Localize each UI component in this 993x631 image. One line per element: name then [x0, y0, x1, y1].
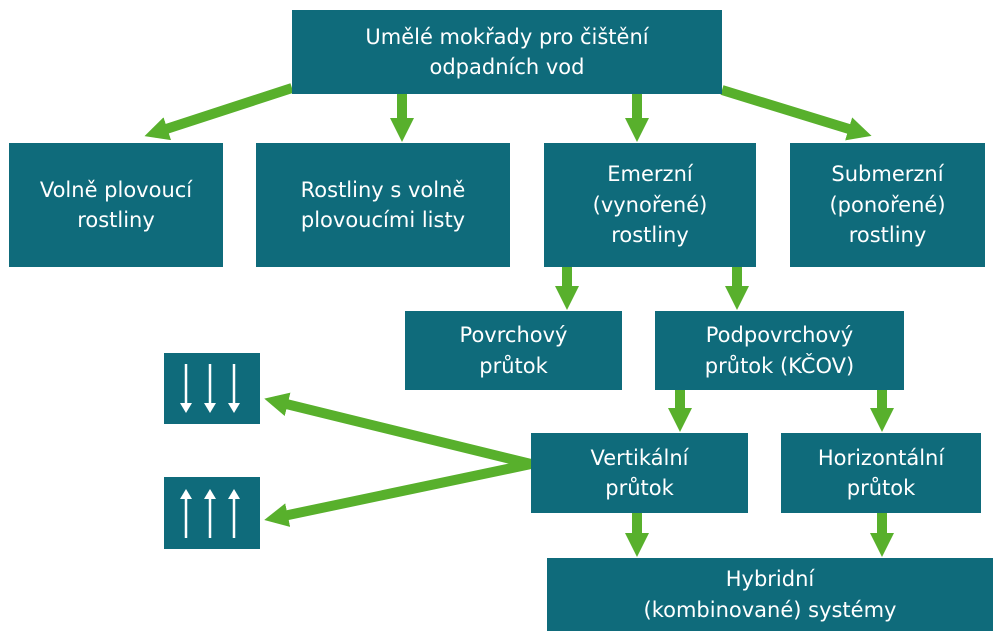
three-up-arrows-icon — [180, 489, 240, 538]
arrow-vertical-to-upflow — [264, 459, 533, 527]
free-floating-plants-box: Volně plovoucí rostliny — [9, 143, 223, 267]
horizontal-flow-box: Horizontální průtok — [781, 433, 981, 513]
title-box: Umělé mokřady pro čištění odpadních vod — [292, 10, 722, 94]
arrow-title-to-submerged — [720, 85, 872, 141]
arrow-title-to-free-floating — [144, 83, 294, 141]
hybrid-systems-box: Hybridní (kombinované) systémy — [547, 558, 993, 631]
arrow-vertical-to-downflow — [264, 392, 533, 469]
three-down-arrows-icon — [180, 364, 240, 413]
surface-flow-box: Povrchový průtok — [405, 311, 622, 390]
floating-leaves-plants-box: Rostliny s volně plovoucími listy — [256, 143, 510, 267]
title-text: Umělé mokřady pro čištění odpadních vod — [365, 24, 649, 79]
upflow-icon-box — [164, 477, 260, 549]
vertical-flow-box: Vertikální průtok — [531, 433, 748, 513]
emergent-plants-box: Emerzní (vynořené) rostliny — [544, 143, 756, 267]
subsurface-flow-box: Podpovrchový průtok (KČOV) — [655, 311, 904, 390]
downflow-icon-box — [164, 353, 260, 424]
submerged-plants-box: Submerzní (ponořené) rostliny — [790, 143, 985, 267]
